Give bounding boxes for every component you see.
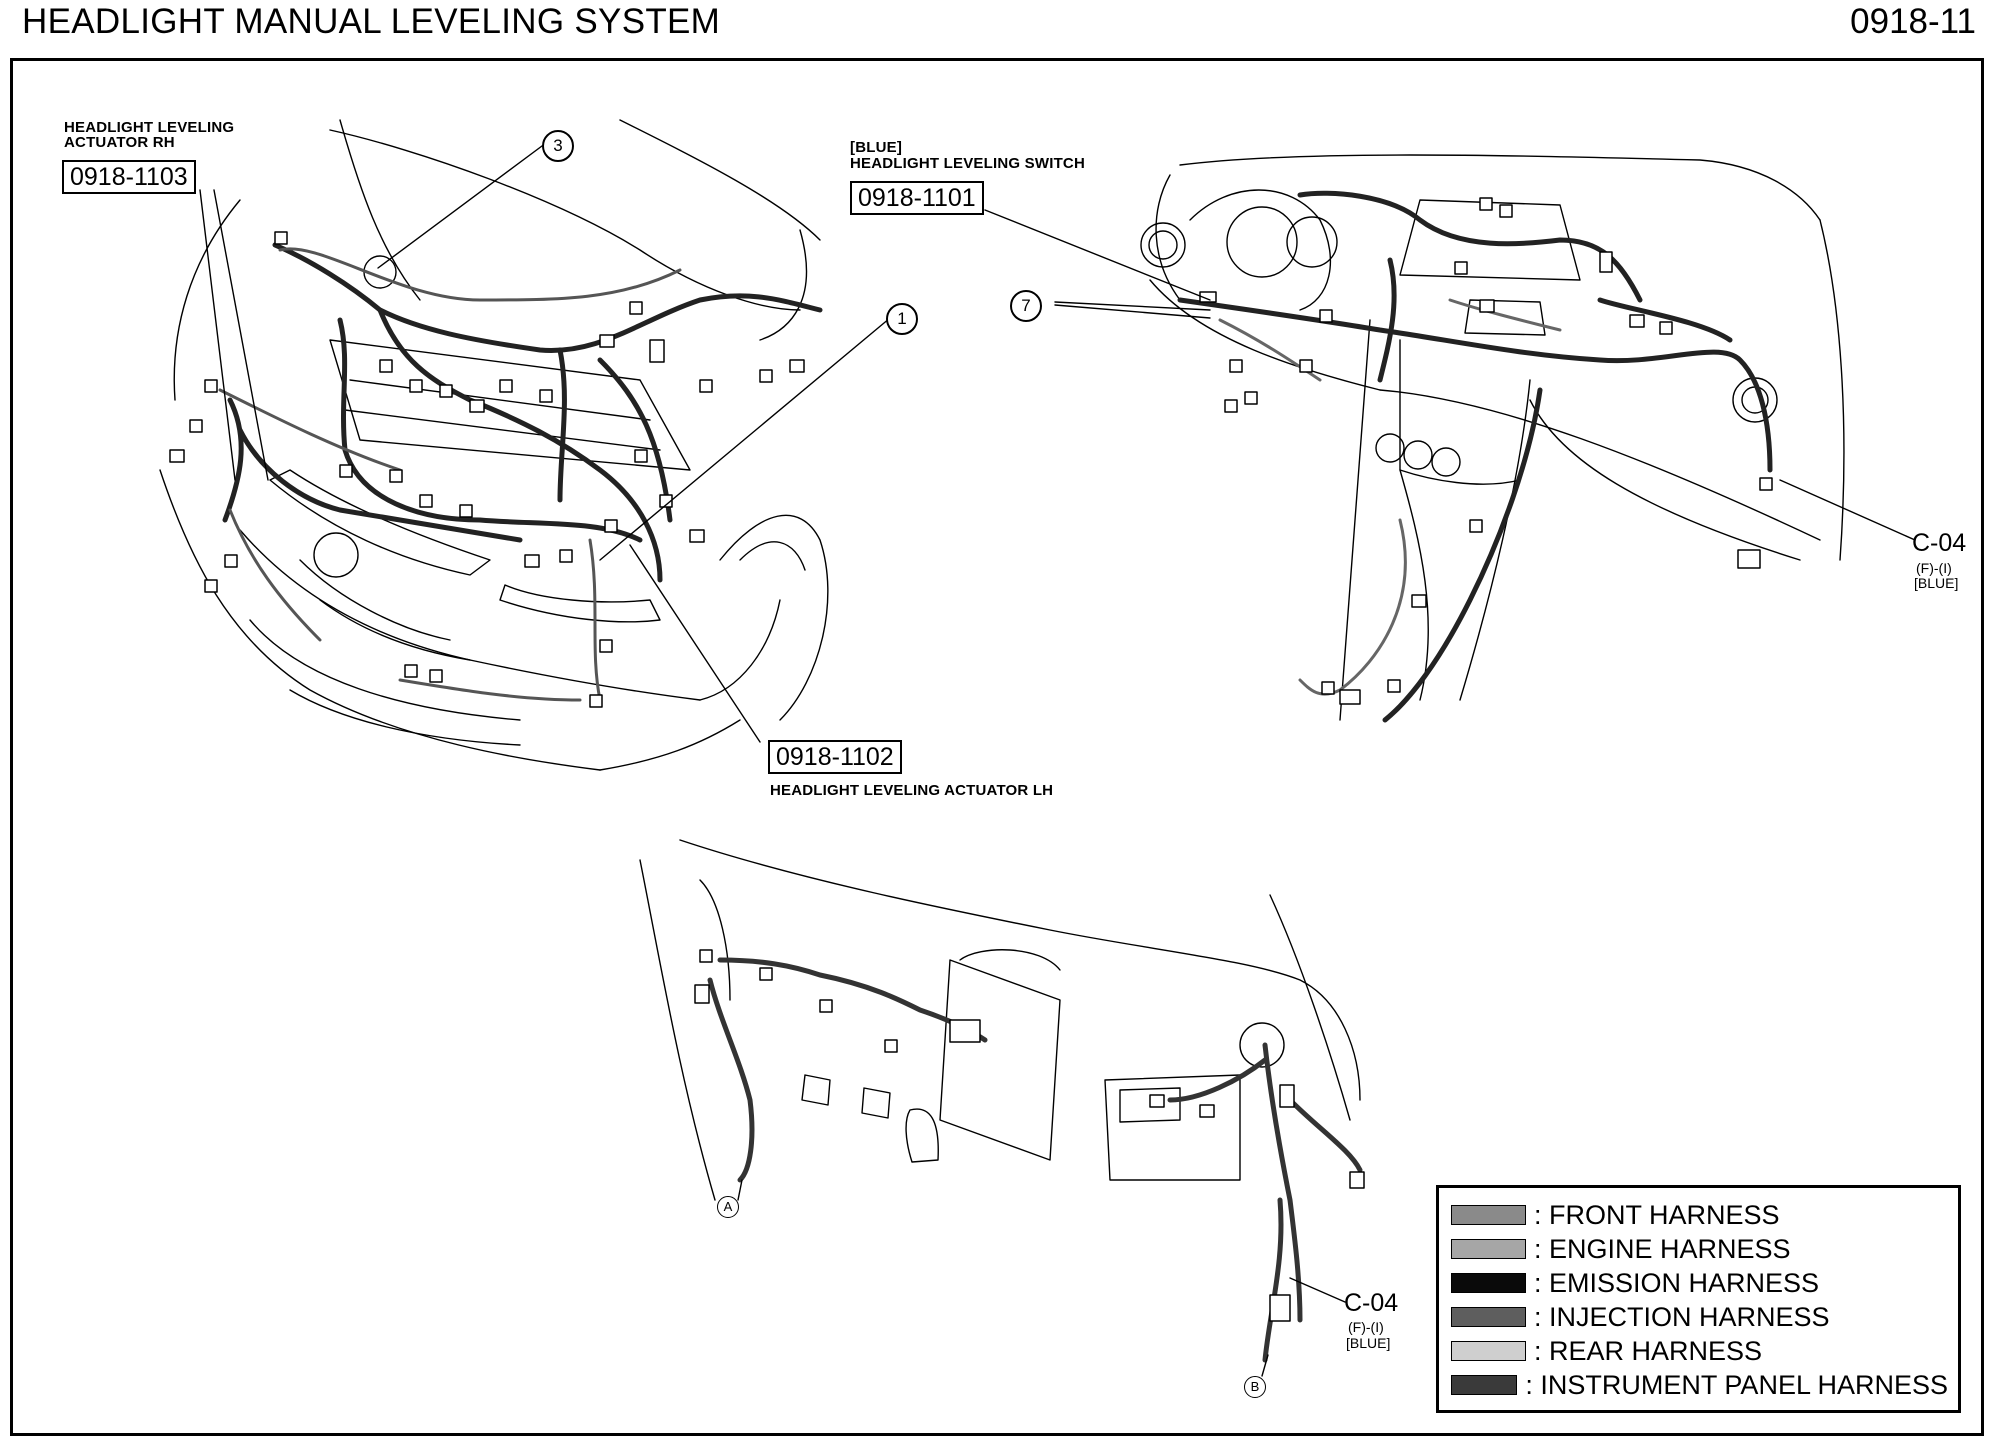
callout-7[interactable]: 7: [1010, 290, 1042, 322]
legend-label-instrument-panel: : INSTRUMENT PANEL HARNESS: [1525, 1369, 1948, 1400]
instrument-panel-harness-lines: [1177, 190, 1773, 723]
switch-label: HEADLIGHT LEVELING SWITCH: [850, 155, 1085, 172]
legend-item-instrument-panel: : INSTRUMENT PANEL HARNESS: [1451, 1368, 1948, 1402]
engine-connectors: [169, 231, 805, 708]
engine-bay-car-outline: [159, 119, 829, 771]
engine-leader-lines: [199, 142, 891, 743]
callout-1[interactable]: 1: [886, 303, 918, 335]
actuator-lh-label: HEADLIGHT LEVELING ACTUATOR LH: [770, 782, 1054, 799]
underdash-leader-lines: [737, 1179, 1346, 1377]
dash-connectors: [1199, 197, 1773, 705]
actuator-rh-label-line1: HEADLIGHT LEVELING: [64, 119, 235, 136]
legend-swatch-engine: [1451, 1239, 1526, 1259]
underdash-connector-position: (F)-(I): [1348, 1319, 1384, 1335]
underdash-connectors: [694, 949, 1365, 1322]
actuator-rh-label-line2: ACTUATOR RH: [64, 134, 175, 151]
legend-swatch-injection: [1451, 1307, 1526, 1327]
legend-label-engine: : ENGINE HARNESS: [1534, 1233, 1791, 1264]
dash-connector-id[interactable]: C-04: [1912, 529, 1967, 557]
legend-label-emission: : EMISSION HARNESS: [1534, 1267, 1820, 1298]
legend-item-rear: : REAR HARNESS: [1451, 1334, 1948, 1368]
dash-leader-lines: [984, 209, 1916, 541]
legend-label-injection: : INJECTION HARNESS: [1534, 1301, 1830, 1332]
harness-legend: : FRONT HARNESS : ENGINE HARNESS : EMISS…: [1436, 1185, 1961, 1413]
dashboard-outline: [1140, 154, 1845, 721]
engine-harness-lines: [222, 242, 823, 583]
legend-item-front: : FRONT HARNESS: [1451, 1198, 1948, 1232]
page-number: 0918-11: [1850, 2, 1976, 41]
point-b: B: [1244, 1376, 1266, 1398]
page-title: HEADLIGHT MANUAL LEVELING SYSTEM: [22, 2, 721, 41]
underdash-harness-lines: [707, 957, 1363, 1363]
legend-label-rear: : REAR HARNESS: [1534, 1335, 1763, 1366]
legend-swatch-instrument-panel: [1451, 1375, 1518, 1395]
legend-swatch-rear: [1451, 1341, 1526, 1361]
underdash-connector-color: [BLUE]: [1346, 1335, 1391, 1351]
callout-3[interactable]: 3: [542, 130, 574, 162]
rear-harness-lines-dash: [1218, 298, 1562, 696]
front-harness-lines: [218, 247, 682, 702]
point-a: A: [717, 1196, 739, 1218]
legend-item-engine: : ENGINE HARNESS: [1451, 1232, 1948, 1266]
legend-swatch-front: [1451, 1205, 1526, 1225]
actuator-lh-code[interactable]: 0918-1102: [768, 740, 902, 774]
dash-connector-color: [BLUE]: [1914, 575, 1959, 591]
dash-connector-position: (F)-(I): [1916, 560, 1952, 576]
diagram-frame: [10, 58, 1984, 1436]
actuator-rh-code[interactable]: 0918-1103: [62, 160, 196, 194]
legend-item-injection: : INJECTION HARNESS: [1451, 1300, 1948, 1334]
switch-code[interactable]: 0918-1101: [850, 181, 984, 215]
legend-item-emission: : EMISSION HARNESS: [1451, 1266, 1948, 1300]
legend-label-front: : FRONT HARNESS: [1534, 1199, 1780, 1230]
underdash-connector-id[interactable]: C-04: [1344, 1289, 1399, 1317]
underdash-outline: [639, 839, 1361, 1201]
switch-color-note: [BLUE]: [850, 139, 903, 156]
legend-swatch-emission: [1451, 1273, 1526, 1293]
